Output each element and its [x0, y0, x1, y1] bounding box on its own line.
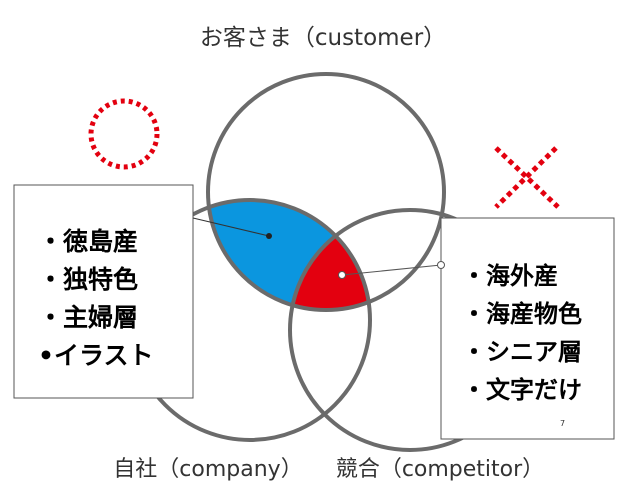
company-connector-line [192, 217, 270, 237]
competitor-connector-line [341, 264, 442, 276]
company-item: •イラスト [38, 341, 153, 370]
customer-label: お客さま（customer） [200, 25, 446, 51]
competitor-connector-dot [338, 271, 346, 279]
competitor-item: ・海外産 [462, 262, 558, 290]
company-item: ・独特色 [38, 265, 138, 294]
competitor-list: ・海外産 ・海産物色 ・シニア層 ・文字だけ [462, 262, 582, 404]
company-list: ・徳島産 ・独特色 ・主婦層 •イラスト [38, 227, 153, 370]
company-connector-dot [266, 233, 272, 239]
competitor-item: ・海産物色 [462, 300, 582, 328]
company-callout-box [13, 184, 194, 399]
company-item: ・主婦層 [38, 303, 138, 332]
competitor-label: 競合（competitor） [336, 457, 544, 482]
company-item: ・徳島産 [38, 227, 138, 256]
competitor-item: ・シニア層 [462, 338, 582, 366]
competitor-item: ・文字だけ [462, 376, 582, 404]
competitor-callout-box [440, 217, 615, 440]
competitor-connector-end [437, 261, 445, 269]
triple-overlap [290, 210, 370, 310]
customer-company-overlap [208, 200, 370, 310]
dotted-cross-icon [494, 146, 560, 209]
dotted-circle-icon [88, 98, 160, 170]
page-number: 7 [560, 419, 565, 428]
company-label: 自社（company） [113, 457, 302, 482]
customer-circle [206, 72, 446, 312]
